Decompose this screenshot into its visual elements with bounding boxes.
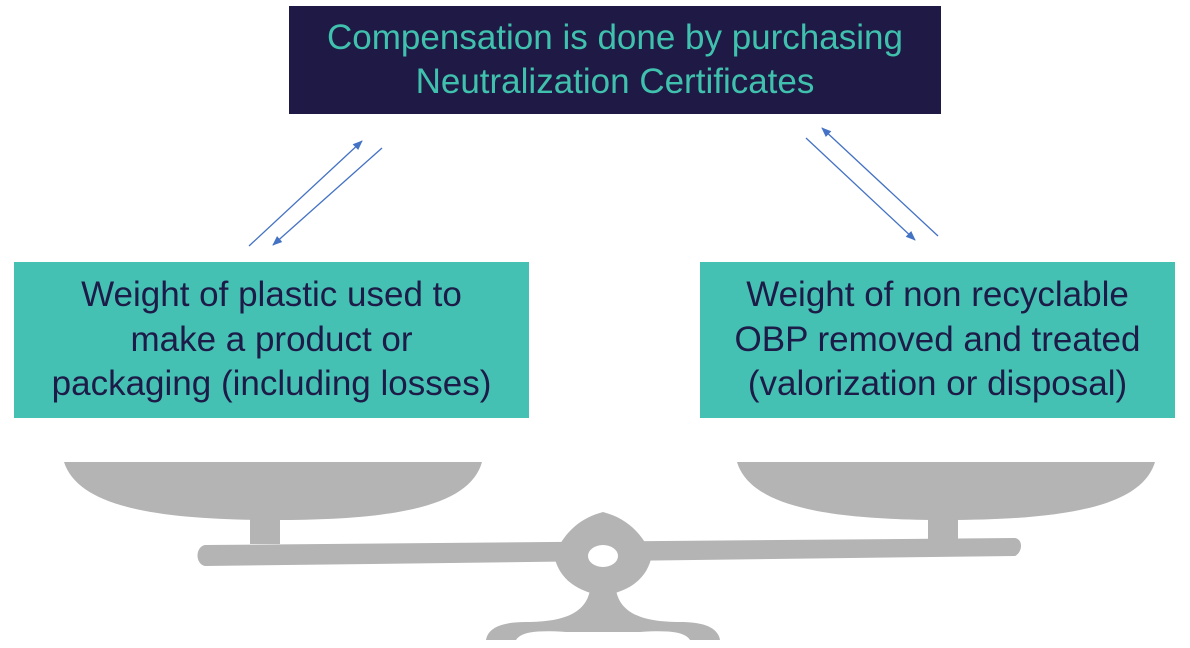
top-node: Compensation is done by purchasing Neutr… [289, 6, 941, 114]
arrow-right-to-top [821, 127, 939, 237]
right-node-text: Weight of non recyclable OBP removed and… [734, 275, 1141, 404]
right-pan [737, 462, 1155, 520]
left-pan [64, 462, 482, 520]
top-node-text: Compensation is done by purchasing Neutr… [327, 17, 903, 101]
left-node: Weight of plastic used to make a product… [14, 262, 529, 418]
scale-base [486, 590, 720, 640]
pivot-hole [588, 545, 618, 567]
arrow-left-to-top [248, 140, 363, 247]
left-node-text: Weight of plastic used to make a product… [51, 275, 492, 404]
right-node: Weight of non recyclable OBP removed and… [700, 262, 1175, 418]
arrow-top-to-left [272, 147, 383, 246]
left-pan-stem [250, 518, 280, 544]
arrow-top-to-right [805, 137, 916, 241]
